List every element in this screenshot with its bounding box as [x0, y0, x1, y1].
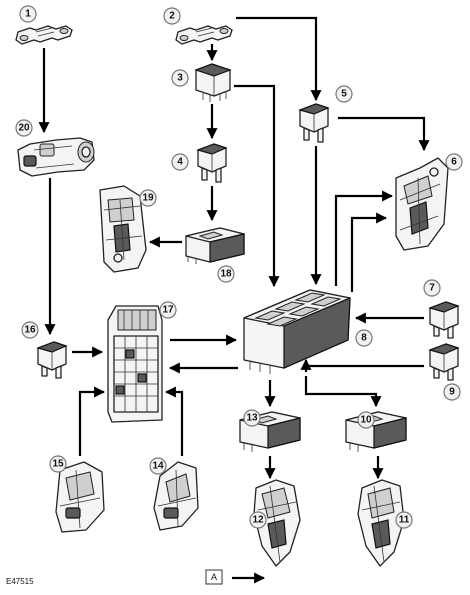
svg-text:14: 14: [152, 461, 164, 472]
callout-11: 11: [395, 511, 413, 529]
svg-text:17: 17: [162, 305, 174, 316]
callout-6: 6: [445, 153, 463, 171]
door-latch-15: [55, 461, 105, 533]
fusible-link-1: [15, 25, 73, 45]
arrow-14-to-17: [164, 386, 184, 456]
svg-text:11: 11: [399, 515, 410, 526]
arrow-15-to-17: [78, 386, 106, 456]
fuse-16: [36, 341, 68, 379]
svg-text:15: 15: [52, 459, 64, 470]
ignition-switch-20: [17, 137, 95, 177]
fuse-5: [298, 103, 330, 143]
callout-19: 19: [139, 189, 157, 207]
window-switch-18: [185, 227, 245, 264]
callout-13: 13: [243, 409, 261, 427]
window-regulator-motor-12: [253, 479, 301, 567]
arrow-8-to-6-b: [350, 212, 388, 292]
svg-text:1: 1: [25, 9, 31, 20]
svg-text:6: 6: [451, 157, 457, 168]
svg-text:19: 19: [142, 193, 154, 204]
callout-10: 10: [357, 411, 375, 429]
window-switch-10: [345, 411, 407, 452]
window-regulator-motor-19: [99, 185, 147, 273]
callout-8: 8: [355, 329, 373, 347]
connection-arrows: [38, 16, 430, 584]
callout-3: 3: [171, 69, 189, 87]
callout-20: 20: [15, 119, 33, 137]
svg-text:12: 12: [252, 515, 264, 526]
figure-id: E47515: [6, 577, 34, 586]
callout-9: 9: [443, 383, 461, 401]
master-window-switch-8: [243, 289, 351, 374]
central-junction-box-17: [107, 305, 163, 423]
arrow-8-to-6-a: [334, 190, 394, 286]
fuse-4: [196, 143, 228, 183]
svg-text:8: 8: [361, 333, 367, 344]
fusible-link-2: [175, 25, 233, 45]
view-a-label: A: [205, 569, 223, 585]
callout-18: 18: [217, 265, 235, 283]
svg-text:13: 13: [246, 413, 258, 424]
wire-9-to-8: [304, 364, 424, 372]
callout-16: 16: [21, 321, 39, 339]
svg-text:16: 16: [24, 325, 36, 336]
arrow-5-to-6: [338, 116, 430, 152]
svg-text:10: 10: [360, 415, 372, 426]
window-regulator-motor-6: [395, 157, 449, 251]
arrow-8-to-10: [304, 376, 382, 408]
fuse-7: [428, 301, 460, 339]
svg-text:3: 3: [177, 73, 183, 84]
svg-text:7: 7: [429, 283, 435, 294]
callout-7: 7: [423, 279, 441, 297]
callout-14: 14: [149, 457, 167, 475]
callout-5: 5: [335, 85, 353, 103]
svg-text:5: 5: [341, 89, 347, 100]
door-latch-14: [153, 461, 199, 531]
callout-15: 15: [49, 455, 67, 473]
callout-4: 4: [171, 153, 189, 171]
arrow-2-to-5: [236, 16, 322, 102]
window-regulator-motor-11: [357, 479, 405, 567]
relay-3: [194, 63, 232, 102]
svg-text:20: 20: [18, 123, 30, 134]
svg-text:A: A: [211, 572, 217, 582]
callout-1: 1: [19, 5, 37, 23]
svg-text:2: 2: [169, 11, 175, 22]
svg-text:9: 9: [449, 387, 455, 398]
callout-17: 17: [159, 301, 177, 319]
svg-text:4: 4: [177, 157, 183, 168]
arrow-3-to-8: [234, 84, 280, 288]
callout-2: 2: [163, 7, 181, 25]
fuse-9: [428, 343, 460, 381]
callout-12: 12: [249, 511, 267, 529]
svg-text:18: 18: [220, 269, 232, 280]
